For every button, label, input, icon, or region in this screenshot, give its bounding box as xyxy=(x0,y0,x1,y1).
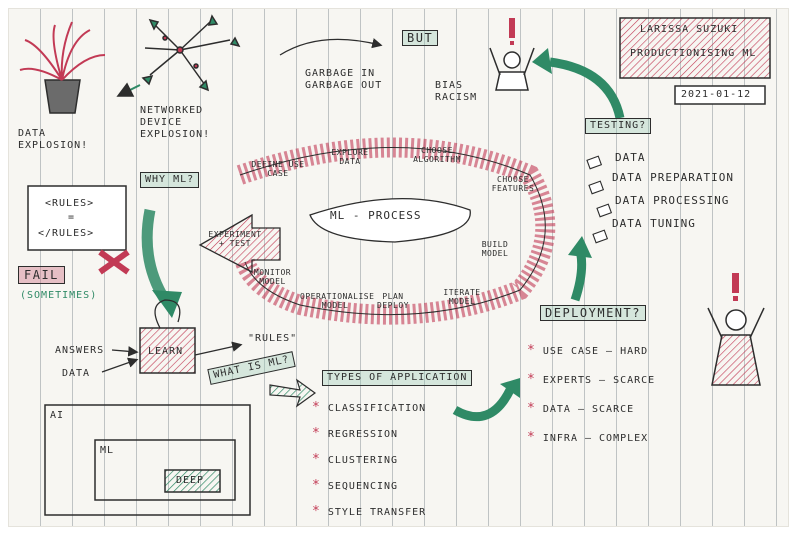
list-item: * USE CASE — HARD xyxy=(527,343,649,358)
list-item: * DATA — SCARCE xyxy=(527,401,635,416)
process-step-plan: PLAN DEPLOY xyxy=(377,292,409,310)
process-step-define: DEFINE USE CASE xyxy=(251,160,305,178)
ml-box xyxy=(94,439,236,501)
deployment-label: USE CASE xyxy=(542,346,600,357)
type-sequencing: SEQUENCING xyxy=(327,481,399,492)
potted-plant-icon xyxy=(19,21,106,114)
person-bias-icon xyxy=(489,18,535,91)
type-classification: CLASSIFICATION xyxy=(327,403,427,414)
process-step-experiment: EXPERIMENT + TEST xyxy=(208,230,262,248)
deployment-value: SCARCE xyxy=(592,404,635,415)
learn-label: LEARN xyxy=(148,346,184,357)
deployment-label: DATA xyxy=(542,404,571,415)
data-explosion-label: DATA EXPLOSION! xyxy=(18,128,89,151)
testing-item-data: DATA xyxy=(615,151,646,164)
testing-item-tuning: DATA TUNING xyxy=(612,217,696,230)
bias-label: BIAS RACISM xyxy=(435,80,478,103)
deep-box xyxy=(164,469,221,493)
type-style-transfer: STYLE TRANSFER xyxy=(327,507,427,518)
process-step-explore: EXPLORE DATA xyxy=(331,148,369,166)
ml-label: ML xyxy=(100,445,115,456)
author-date: 2021-01-12 xyxy=(681,89,752,100)
process-step-operationalise: OPERATIONALISE MODEL xyxy=(300,292,375,310)
rules-equals: = xyxy=(68,212,76,223)
why-ml-label: WHY ML? xyxy=(140,172,200,188)
list-item: * REGRESSION xyxy=(312,426,399,441)
ml-process-title: ML - PROCESS xyxy=(330,209,422,222)
list-item: * EXPERTS — SCARCE xyxy=(527,372,656,387)
process-step-iterate: ITERATE MODEL xyxy=(443,288,481,306)
deployment-value: COMPLEX xyxy=(599,433,649,444)
fail-label: FAIL xyxy=(18,266,65,284)
deployment-title: DEPLOYMENT? xyxy=(540,305,646,321)
deployment-label: INFRA xyxy=(542,433,578,444)
sometimes-label: (SOMETIMES) xyxy=(20,290,98,301)
data-input-label: DATA xyxy=(62,368,91,379)
list-item: * STYLE TRANSFER xyxy=(312,504,427,519)
process-step-features: CHOOSE FEATURES xyxy=(491,175,535,193)
deployment-value: SCARCE xyxy=(613,375,656,386)
testing-item-processing: DATA PROCESSING xyxy=(615,194,730,207)
but-label: BUT xyxy=(402,30,439,46)
deployment-list: * USE CASE — HARD * EXPERTS — SCARCE * D… xyxy=(527,343,656,445)
type-clustering: CLUSTERING xyxy=(327,455,399,466)
author-name: LARISSA SUZUKI xyxy=(640,24,739,35)
ai-label: AI xyxy=(50,410,65,421)
rules-output-label: "RULES" xyxy=(248,333,298,344)
process-step-monitor: MONITOR MODEL xyxy=(253,268,292,286)
testing-title: TESTING? xyxy=(585,118,652,134)
list-item: * CLASSIFICATION xyxy=(312,400,427,415)
ai-box xyxy=(44,404,251,516)
deep-label: DEEP xyxy=(176,475,205,486)
testing-item-preparation: DATA PREPARATION xyxy=(612,171,734,184)
ml-process-cycle xyxy=(198,137,556,325)
networked-device-label: NETWORKED DEVICE EXPLOSION! xyxy=(140,105,211,140)
network-icon xyxy=(116,14,241,97)
types-title: TYPES OF APPLICATION xyxy=(322,370,473,386)
process-step-algorithm: CHOOSE ALGORITHM xyxy=(413,146,461,164)
rules-close-label: </RULES> xyxy=(38,228,95,239)
list-item: * CLUSTERING xyxy=(312,452,399,467)
author-card xyxy=(619,17,771,79)
process-step-build: BUILD MODEL xyxy=(481,240,509,258)
cross-icon xyxy=(98,249,130,275)
deployment-label: EXPERTS xyxy=(542,375,593,386)
type-regression: REGRESSION xyxy=(327,429,399,440)
author-topic: PRODUCTIONISING ML xyxy=(630,48,757,59)
answers-label: ANSWERS xyxy=(55,345,105,356)
deployment-value: HARD xyxy=(620,346,649,357)
rules-label: <RULES> xyxy=(45,198,95,209)
person-deployment-icon xyxy=(707,273,765,386)
list-item: * INFRA — COMPLEX xyxy=(527,430,649,445)
types-list: * CLASSIFICATION * REGRESSION * CLUSTERI… xyxy=(312,400,427,519)
garbage-label: GARBAGE IN GARBAGE OUT xyxy=(305,68,383,91)
list-item: * SEQUENCING xyxy=(312,478,399,493)
